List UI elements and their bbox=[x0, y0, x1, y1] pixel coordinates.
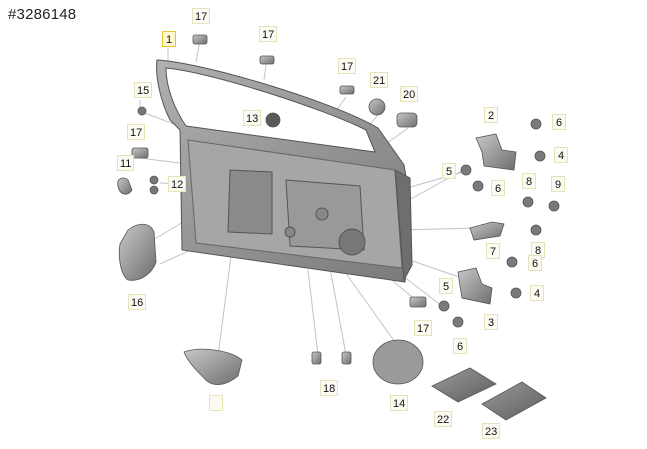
callout-13: 13 bbox=[243, 110, 262, 126]
plug-12-a bbox=[149, 175, 159, 185]
callout-18: 18 bbox=[320, 380, 339, 396]
callout-4-a: 4 bbox=[554, 147, 568, 163]
callout-17-e: 17 bbox=[414, 320, 433, 336]
clip-15 bbox=[137, 106, 147, 116]
callout-6-c: 6 bbox=[528, 255, 542, 271]
speaker-cover-10 bbox=[183, 348, 243, 385]
lower-hinge-3 bbox=[457, 267, 493, 305]
callout-9: 9 bbox=[551, 176, 565, 192]
callout-17-c: 17 bbox=[338, 58, 357, 74]
sheet-22 bbox=[431, 367, 497, 403]
callout-17-b: 17 bbox=[259, 26, 278, 42]
callout-8-a: 8 bbox=[522, 173, 536, 189]
round-cover-14 bbox=[372, 339, 424, 385]
callout-6-a: 6 bbox=[552, 114, 566, 130]
bolts bbox=[438, 118, 560, 328]
plug-21 bbox=[368, 98, 386, 116]
reference-number: #3286148 bbox=[8, 6, 77, 23]
plug-20 bbox=[396, 112, 418, 128]
callout-21: 21 bbox=[370, 72, 389, 88]
door-check-7 bbox=[469, 221, 505, 241]
callout-5-b: 5 bbox=[439, 278, 453, 294]
plug-12-b bbox=[149, 185, 159, 195]
nuts-18 bbox=[311, 351, 352, 365]
bracket-16 bbox=[118, 223, 157, 281]
plug-13 bbox=[265, 112, 281, 128]
grommet-17-e bbox=[409, 296, 427, 308]
callout-16: 16 bbox=[128, 294, 147, 310]
callout-12: 12 bbox=[168, 176, 187, 192]
callout-6-d: 6 bbox=[453, 338, 467, 354]
callout-17-d: 17 bbox=[127, 124, 146, 140]
callout-2: 2 bbox=[484, 107, 498, 123]
callout-5-a: 5 bbox=[442, 163, 456, 179]
callout-17-a: 17 bbox=[192, 8, 211, 24]
callout-6-b: 6 bbox=[491, 180, 505, 196]
sheet-23 bbox=[481, 381, 547, 421]
callout-23: 23 bbox=[482, 423, 501, 439]
callout-4-b: 4 bbox=[530, 285, 544, 301]
door-shell bbox=[156, 59, 413, 283]
callout-11: 11 bbox=[117, 155, 135, 171]
callout-10 bbox=[209, 395, 223, 411]
callout-14: 14 bbox=[390, 395, 409, 411]
grommet-17-c bbox=[339, 85, 355, 95]
callout-1: 1 bbox=[162, 31, 176, 47]
callout-15: 15 bbox=[134, 82, 153, 98]
callout-3: 3 bbox=[484, 314, 498, 330]
plug-11 bbox=[117, 177, 133, 195]
upper-hinge-2 bbox=[475, 133, 517, 171]
loose-parts bbox=[117, 34, 560, 421]
grommet-17-b bbox=[259, 55, 275, 65]
callout-7: 7 bbox=[486, 243, 500, 259]
grommet-17-d bbox=[131, 147, 149, 159]
callout-20: 20 bbox=[400, 86, 419, 102]
grommet-17-a bbox=[192, 34, 208, 45]
callout-22: 22 bbox=[434, 411, 453, 427]
